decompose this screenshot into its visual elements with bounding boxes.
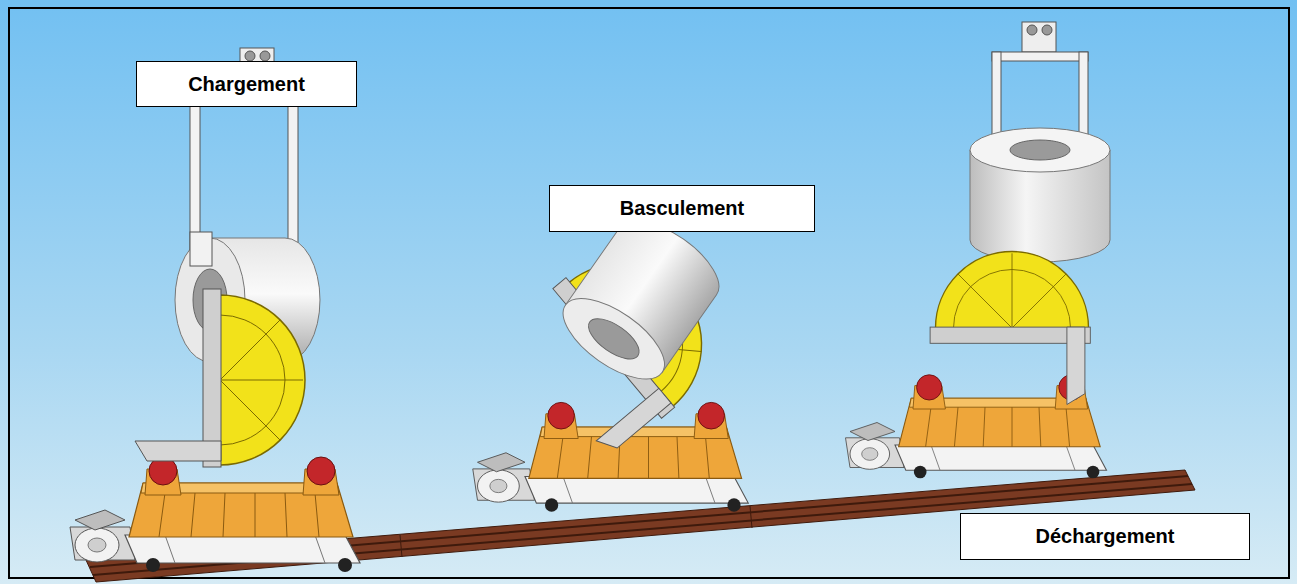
hanging-coil-vertical (970, 22, 1110, 262)
stage-label: Basculement (620, 197, 745, 220)
trolley-loading (70, 289, 360, 572)
trolley-tilting (473, 205, 749, 511)
stage-label-box: Déchargement (960, 513, 1250, 560)
frame-border (9, 8, 1289, 578)
stage-label-box: Basculement (549, 185, 815, 232)
trolley-unloading (846, 252, 1107, 479)
stage-label: Déchargement (1036, 525, 1175, 548)
stage-label-box: Chargement (136, 61, 357, 107)
stage-label: Chargement (188, 73, 305, 96)
